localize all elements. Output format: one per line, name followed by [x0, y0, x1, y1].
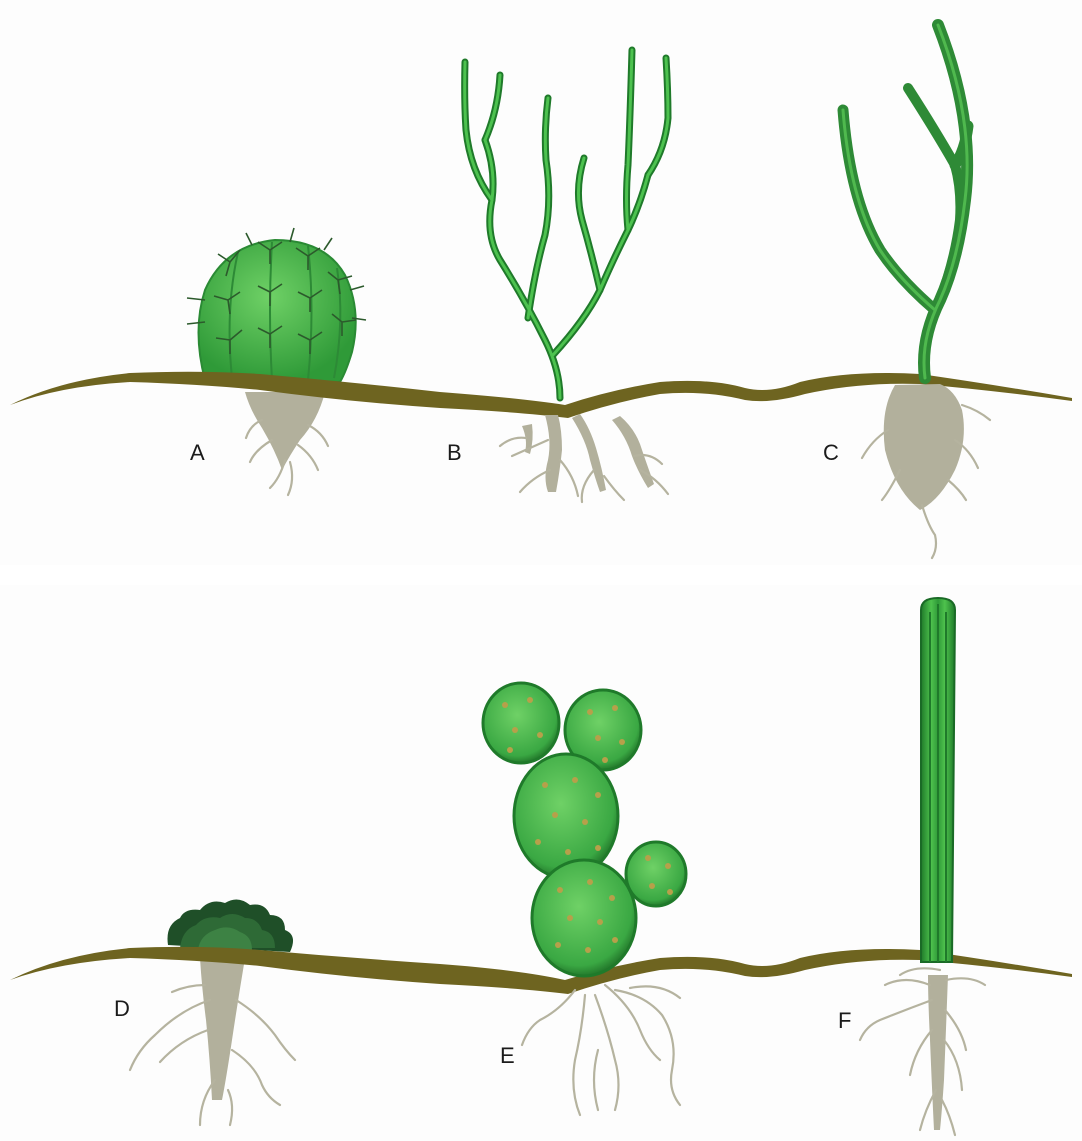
label-b: B	[447, 440, 462, 465]
columnar-cactus-icon	[921, 598, 955, 962]
label-a: A	[190, 440, 205, 465]
label-f: F	[838, 1008, 851, 1033]
label-c: C	[823, 440, 839, 465]
label-e: E	[500, 1043, 515, 1068]
label-d: D	[114, 996, 130, 1021]
